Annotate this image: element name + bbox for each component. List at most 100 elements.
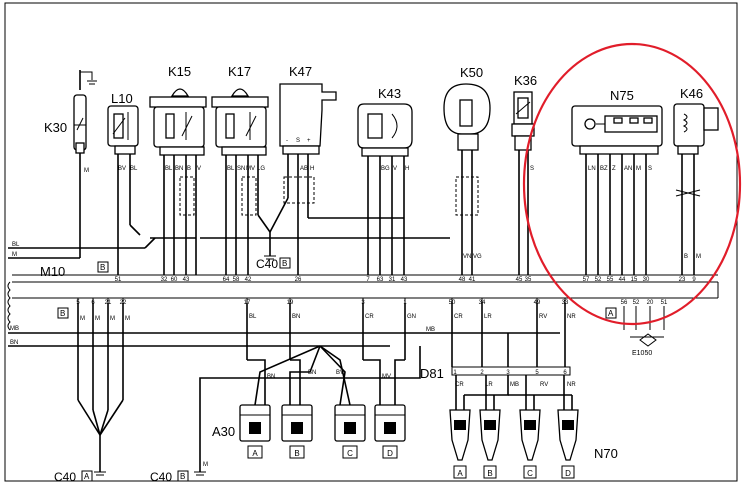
d81-out-mb: MB <box>510 382 519 388</box>
c40-label-top: C40 <box>256 257 278 271</box>
a30-label: A30 <box>212 424 235 439</box>
n70-injector-letter-a: A <box>457 469 463 478</box>
a30-plugs: A B C D <box>239 404 406 459</box>
d81-out-rv: RV <box>540 382 548 388</box>
d81-in-rv: RV <box>539 314 547 320</box>
m10-pin-12: 48 <box>459 277 466 283</box>
c40-ground-tree: M M M M C40 A <box>54 303 130 484</box>
k17-wire-sn: SN <box>237 166 245 172</box>
n75-wire-an: AN <box>624 166 632 172</box>
a30-plug-c: C <box>334 404 366 459</box>
c40-a-letter: A <box>84 472 90 481</box>
d81-pin-2: 3 <box>506 370 510 376</box>
k50-label: K50 <box>460 65 483 80</box>
m10-pin-13: 41 <box>469 277 476 283</box>
k50-component: K50 VN VG <box>443 65 491 275</box>
m10-pin-19: 44 <box>619 277 626 283</box>
d81-out-cr: CR <box>455 382 464 388</box>
k47-label: K47 <box>289 64 312 79</box>
m10-pin-7: 26 <box>295 277 302 283</box>
left-wire-m: M <box>12 252 17 258</box>
k17-wire-mv: MV <box>246 166 255 172</box>
a30-plug-a: A <box>239 404 271 459</box>
k50-wire-vg: VG <box>473 254 482 260</box>
n75-wire-bz: BZ <box>600 166 608 172</box>
e1050-pin-2: 20 <box>647 300 654 306</box>
k17-component: K17 BL SN MV LG <box>211 64 269 275</box>
n70-injector-a: A <box>449 375 471 479</box>
m10-pin-8: 7 <box>366 277 370 283</box>
n70-injector-c: C <box>519 375 541 479</box>
a30-plug-letter-a: A <box>252 449 258 458</box>
left-wire-bn: BN <box>10 340 18 346</box>
a30-plug-letter-c: C <box>347 449 353 458</box>
k43-label: K43 <box>378 86 401 101</box>
a30-wire-cr: CR <box>365 314 374 320</box>
e1050-pin-1: 52 <box>633 300 640 306</box>
m10-pin-16: 57 <box>583 277 590 283</box>
k43-wire-h: H <box>405 166 409 172</box>
m10-pin-18: 55 <box>607 277 614 283</box>
d81-pin-4: 6 <box>563 370 567 376</box>
n75-wire-m: M <box>636 166 641 172</box>
tree-wire-m4: M <box>125 316 130 322</box>
n70-injector-d: D <box>557 375 579 479</box>
a30-plug-d: D <box>374 404 406 459</box>
m10-label: M10 <box>40 264 65 279</box>
highlight-ellipse <box>522 42 742 326</box>
m10-pin-23: 9 <box>692 277 696 283</box>
k15-wire-bn: BN <box>175 166 183 172</box>
d81-pin-1: 2 <box>480 370 484 376</box>
a30-wire-mv: MV <box>382 374 391 380</box>
k30-component: K30 M <box>44 70 97 258</box>
n70-injector-letter-b: B <box>487 469 492 478</box>
n75-label: N75 <box>610 88 634 103</box>
d81-out-nr: NR <box>567 382 576 388</box>
d81-pin-0: 1 <box>453 370 457 376</box>
k30-wire-m: M <box>84 168 89 174</box>
c40-ground-bottom: C40 B M <box>150 346 421 484</box>
k36-wire-s: S <box>530 166 534 172</box>
n70-label: N70 <box>594 446 618 461</box>
l10-label: L10 <box>111 91 133 106</box>
m10-pin-6: 42 <box>245 277 252 283</box>
e1050-label: E1050 <box>632 350 652 357</box>
k15-component: K15 BL BN B V <box>149 64 207 275</box>
n75-wire-ln: LN <box>588 166 596 172</box>
d81-in-lr: LR <box>484 314 492 320</box>
left-wire-bl: BL <box>12 242 20 248</box>
m10-pin-1: 32 <box>161 277 168 283</box>
n70-injectors: A B C D <box>449 375 579 479</box>
c40-top-letter: B <box>282 259 287 268</box>
a30-plug-letter-b: B <box>294 449 299 458</box>
d81-pin-3: 5 <box>535 370 539 376</box>
center-wire-mb: MB <box>426 327 435 333</box>
m10-pin-22: 23 <box>679 277 686 283</box>
m10-pin-20: 15 <box>631 277 638 283</box>
n70-injector-b: B <box>479 375 501 479</box>
m10-pin-15: 35 <box>525 277 532 283</box>
m10-pin-2: 60 <box>171 277 178 283</box>
c40-ground-top: C40 B <box>256 232 291 271</box>
k43-wire-bg: BG <box>381 166 390 172</box>
m10-pin-3: 43 <box>183 277 190 283</box>
m10-letter-b: B <box>100 263 105 272</box>
k47-wire-h: H <box>310 166 314 172</box>
n70-injector-letter-d: D <box>565 469 571 478</box>
k36-component: K36 S <box>511 73 537 275</box>
m10-pin-9: 63 <box>377 277 384 283</box>
d81-out-lr: LR <box>485 382 493 388</box>
k30-label: K30 <box>44 120 67 135</box>
tree-wire-m1: M <box>80 316 85 322</box>
e1050-letter-a: A <box>608 309 614 318</box>
m10-pin-14: 45 <box>516 277 523 283</box>
e1050-pin-3: 51 <box>661 300 668 306</box>
k47-mark-plus: + <box>307 138 311 144</box>
c40-b-wire-m: M <box>203 462 208 468</box>
c40-label-b: C40 <box>150 470 172 484</box>
